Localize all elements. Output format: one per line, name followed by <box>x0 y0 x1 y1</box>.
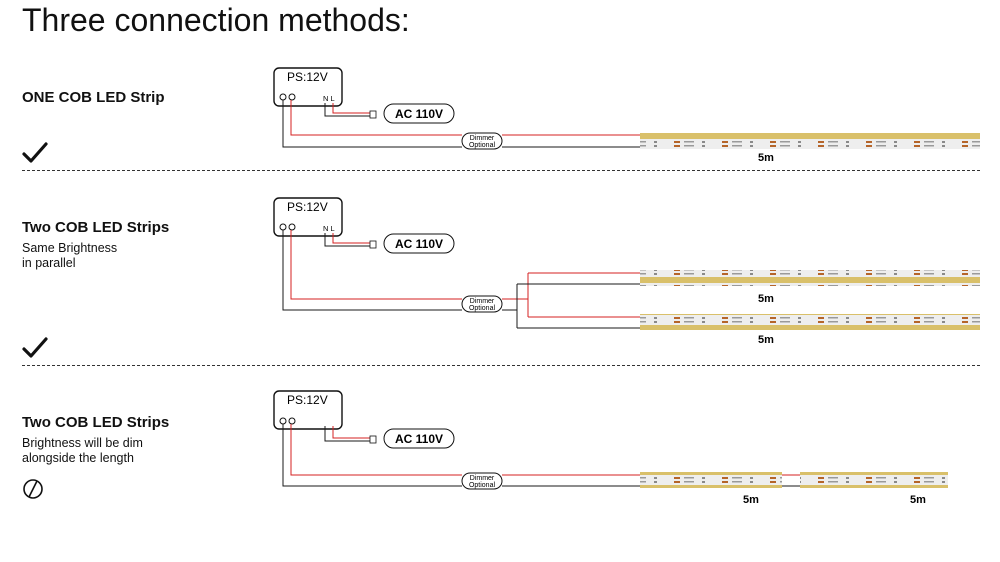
ac-label: AC 110V <box>395 432 443 446</box>
svg-text:Dimmer: Dimmer <box>470 135 495 142</box>
ac-input-box <box>383 428 455 449</box>
strip-length-label: 5m <box>758 334 774 346</box>
dimmer-box <box>461 295 503 313</box>
dimmer-box <box>461 472 503 490</box>
ac-label: AC 110V <box>395 237 443 251</box>
svg-text:Dimmer: Dimmer <box>470 475 495 482</box>
strip-length-label: 5m <box>910 494 926 506</box>
psu-label: PS:12V <box>287 393 328 407</box>
cob-led-strip <box>800 472 948 488</box>
svg-text:Dimmer: Dimmer <box>470 298 495 305</box>
section-2-title: Two COB LED Strips <box>22 219 170 236</box>
svg-text:Optional: Optional <box>469 482 496 489</box>
ac-input-box <box>383 233 455 254</box>
svg-text:Optional: Optional <box>469 142 496 149</box>
section-1-title: ONE COB LED Strip <box>22 89 165 106</box>
psu-terminal-label: N L <box>323 224 335 233</box>
psu-label: PS:12V <box>287 200 328 214</box>
diagram-3: PS:12V AC 110V Dimmer Optional 5m 5m <box>273 390 948 506</box>
cob-led-strip <box>640 133 980 149</box>
cob-led-strip <box>640 472 782 488</box>
strip-length-label: 5m <box>758 293 774 305</box>
strip-length-label: 5m <box>758 152 774 164</box>
section-3-title: Two COB LED Strips <box>22 414 170 431</box>
check-icon <box>22 142 48 163</box>
page-title: Three connection methods: <box>22 2 410 38</box>
diagram-1: PS:12V N L AC 110V Dimmer Optional 5m <box>273 67 980 164</box>
section-divider <box>22 365 980 366</box>
strip-length-label: 5m <box>743 494 759 506</box>
section-3-note-line-2: alongside the length <box>22 451 134 465</box>
ac-input-box <box>383 103 455 124</box>
section-2-note-line-1: Same Brightness <box>22 241 118 255</box>
section-divider <box>22 170 980 171</box>
psu-terminal-label: N L <box>323 94 335 103</box>
cob-led-strip <box>640 270 980 286</box>
diagram-2: PS:12V N L AC 110V Dimmer Optional 5m 5m <box>273 197 980 346</box>
psu-label: PS:12V <box>287 70 328 84</box>
check-icon <box>22 337 48 358</box>
cob-led-strip <box>640 314 980 330</box>
dimmer-box <box>461 132 503 150</box>
section-3-note-line-1: Brightness will be dim <box>22 436 143 450</box>
not-recommended-icon <box>23 479 43 499</box>
section-2-note-line-2: in parallel <box>22 256 76 270</box>
svg-text:Optional: Optional <box>469 305 496 312</box>
ac-label: AC 110V <box>395 107 443 121</box>
